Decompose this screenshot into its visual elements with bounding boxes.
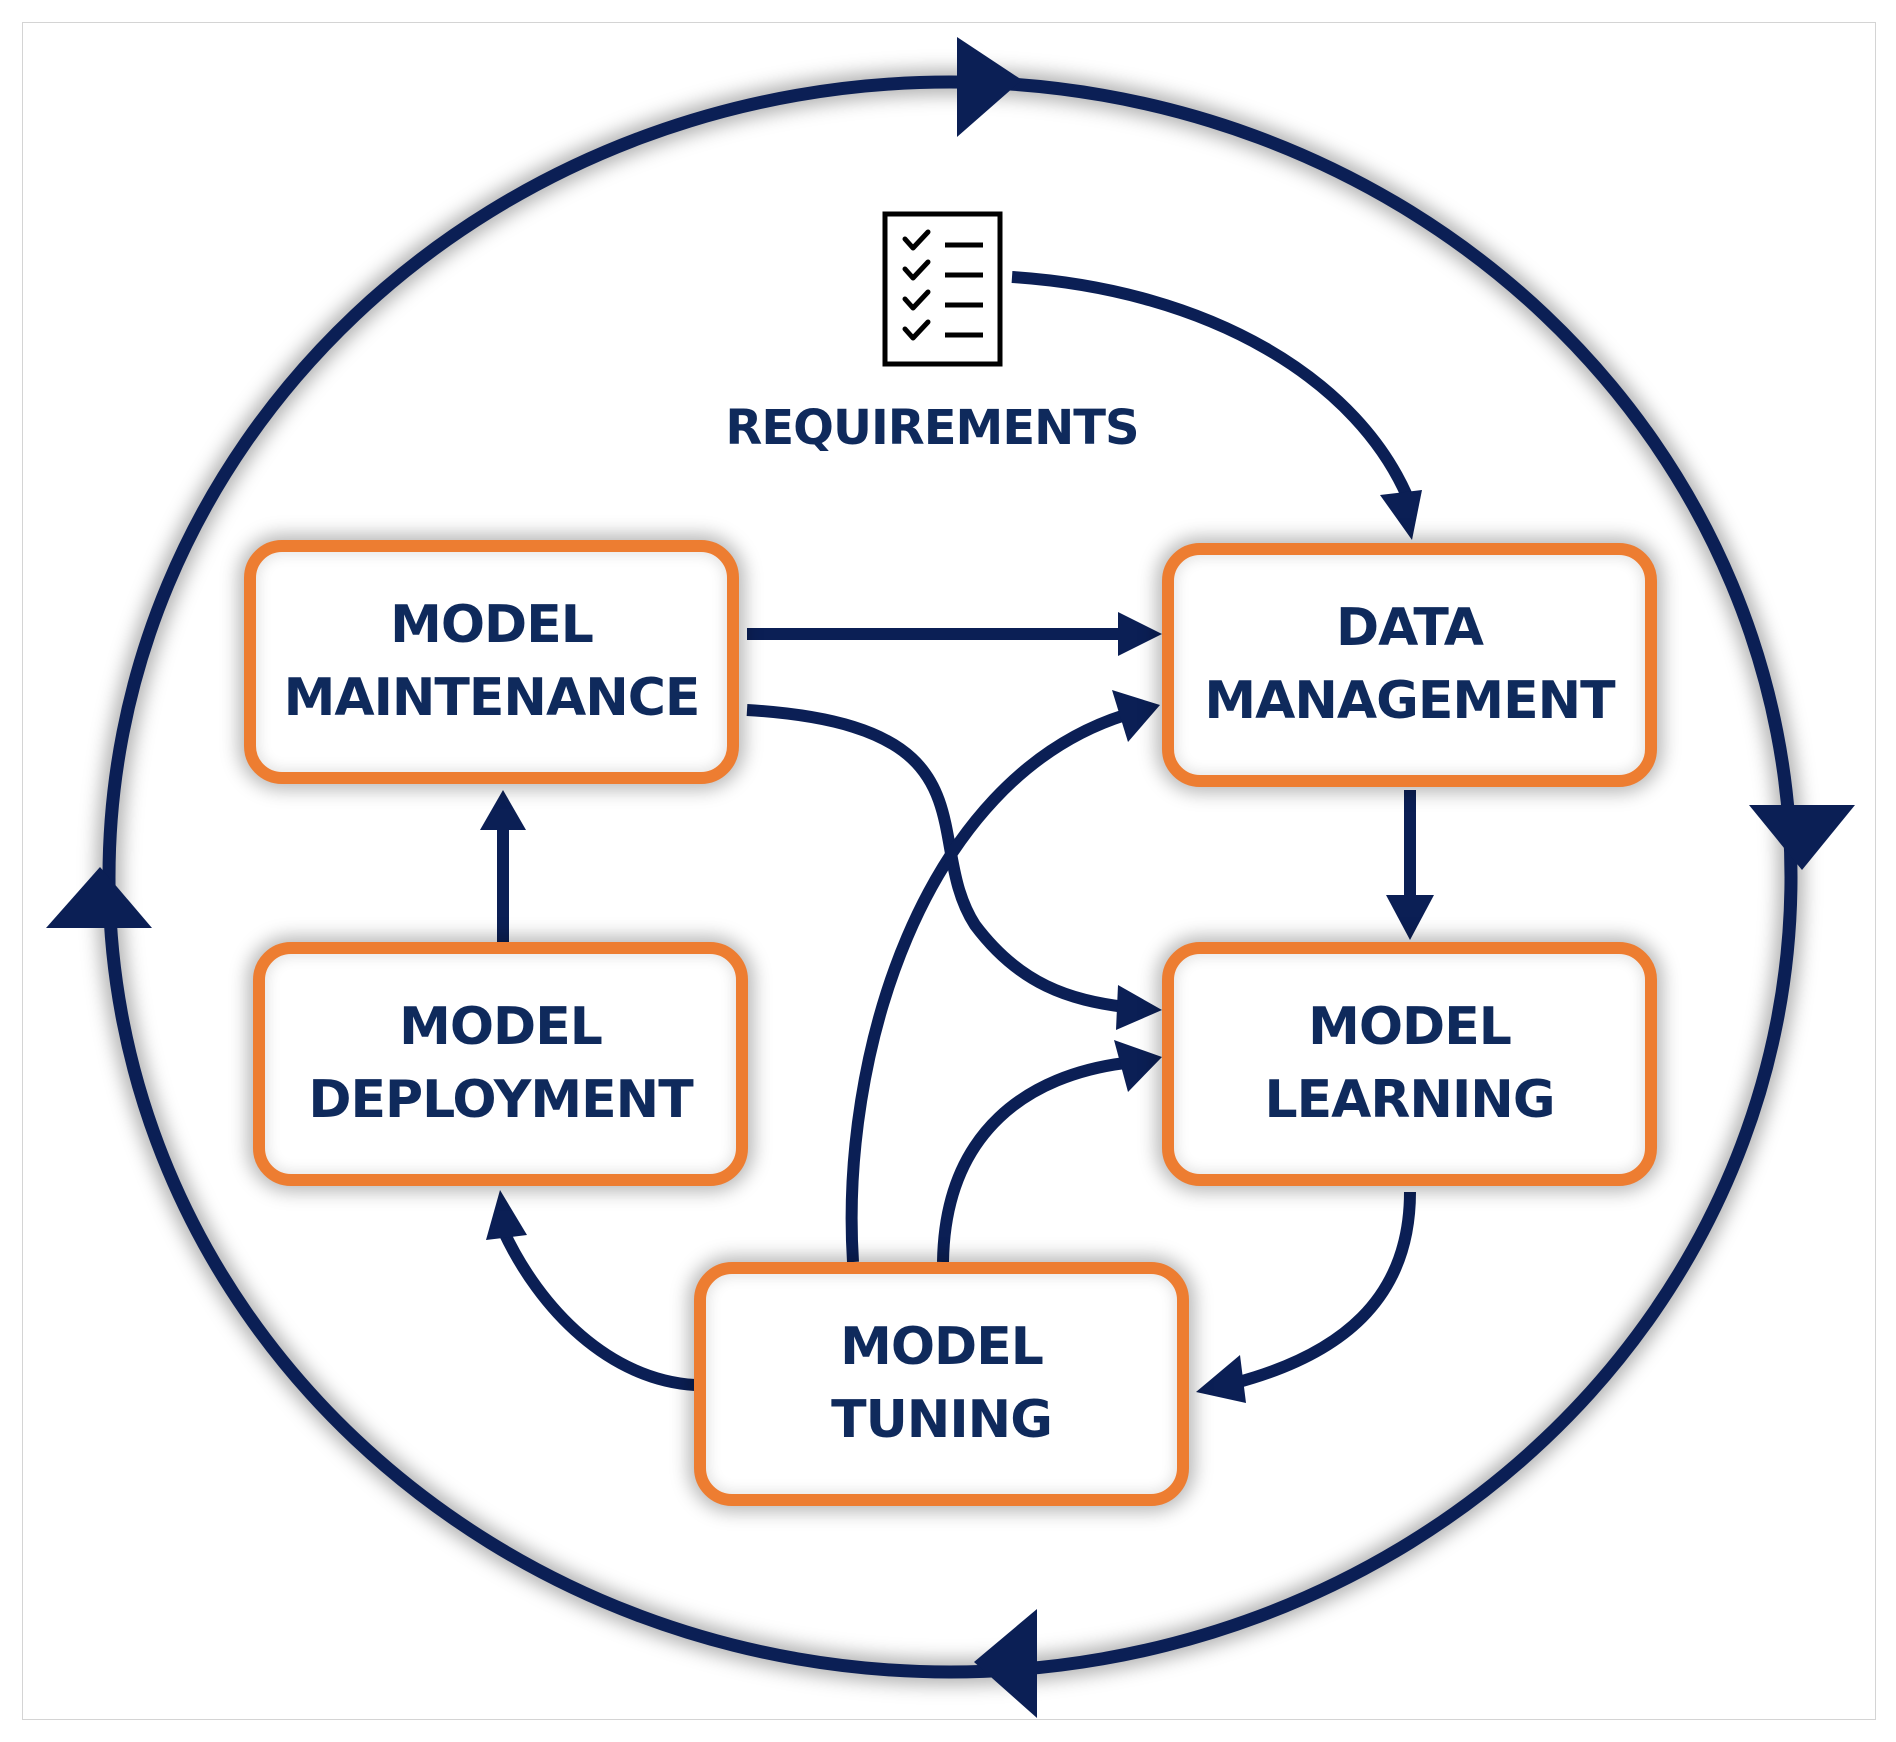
node-data-management: DATA MANAGEMENT — [1162, 543, 1657, 787]
arrow-requirements-to-data — [1011, 271, 1416, 506]
cycle-arrowhead-left — [46, 867, 152, 928]
arrow-tuning-to-deployment — [497, 1227, 696, 1391]
cycle-arrowhead-right — [1749, 805, 1855, 870]
arrowhead-tuning-to-data — [1112, 690, 1160, 742]
node-label-line1: MODEL — [399, 997, 603, 1057]
node-label-line2: MANAGEMENT — [1204, 671, 1615, 731]
node-label-line2: TUNING — [831, 1390, 1053, 1450]
node-model-deployment: MODEL DEPLOYMENT — [253, 942, 748, 1186]
node-label-line1: MODEL — [1308, 997, 1512, 1057]
node-model-tuning: MODEL TUNING — [694, 1262, 1189, 1506]
arrow-tuning-to-learning — [937, 1057, 1126, 1263]
node-label-line2: DEPLOYMENT — [308, 1070, 693, 1130]
node-label-line1: DATA — [1335, 598, 1484, 658]
arrowhead-maintenance-to-data — [1118, 612, 1162, 656]
cycle-circle — [102, 75, 1798, 1679]
arrowhead-data-to-learning — [1386, 895, 1434, 940]
cycle-arrowhead-bottom — [974, 1609, 1037, 1718]
arrow-maintenance-to-learning — [746, 704, 1126, 1013]
node-label-line1: MODEL — [390, 595, 594, 655]
arrow-tuning-to-data — [845, 709, 1127, 1263]
node-label-line1: MODEL — [840, 1317, 1044, 1377]
node-model-learning: MODEL LEARNING — [1162, 942, 1657, 1186]
arrowhead-tuning-to-learning — [1114, 1040, 1162, 1092]
checklist-icon — [882, 211, 1003, 367]
cycle-arrowhead-top — [957, 37, 1022, 137]
arrowhead-into-data-top — [1380, 490, 1422, 540]
node-label-line2: MAINTENANCE — [283, 668, 701, 728]
requirements-label: REQUIREMENTS — [725, 400, 1139, 456]
arrow-learning-to-tuning — [1233, 1191, 1416, 1389]
arrowhead-learning-to-tuning — [1196, 1355, 1246, 1403]
node-model-maintenance: MODEL MAINTENANCE — [244, 540, 739, 784]
connector-arrowheads — [480, 490, 1434, 1403]
arrowhead-tuning-to-deployment — [486, 1190, 527, 1240]
node-label-line2: LEARNING — [1264, 1070, 1555, 1130]
connector-lines — [497, 271, 1416, 1391]
arrowhead-deployment-to-maintenance — [480, 790, 526, 830]
arrowhead-maintenance-to-learning — [1116, 985, 1162, 1030]
